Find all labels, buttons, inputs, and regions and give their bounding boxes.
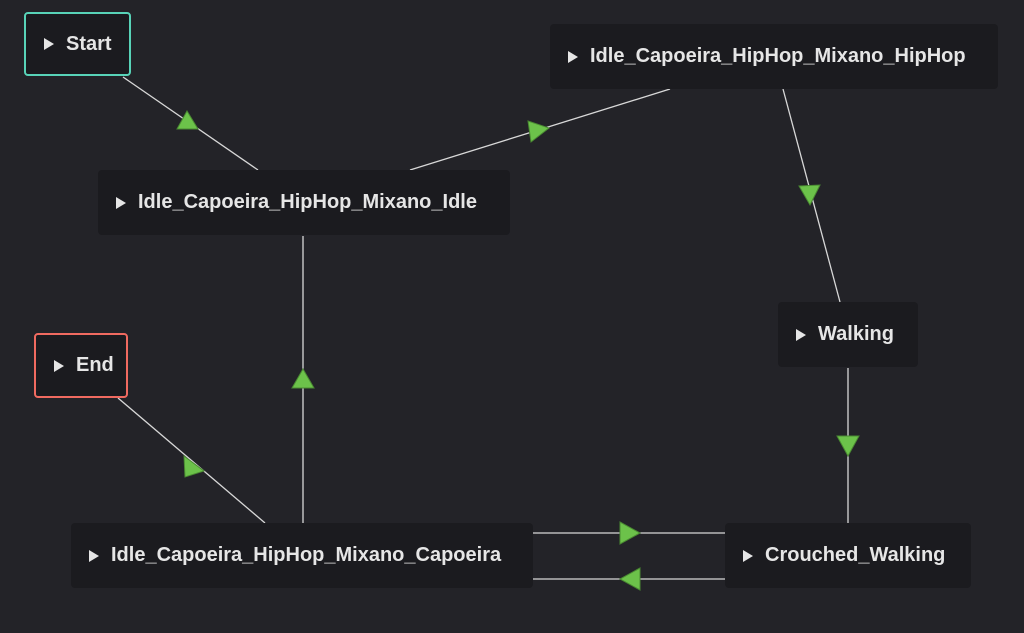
node-idle-capoeira-hiphop-mixano-idle[interactable]: Idle_Capoeira_HipHop_Mixano_Idle bbox=[98, 170, 510, 235]
transition-arrow-icon[interactable] bbox=[291, 368, 315, 389]
transition-arrow-icon[interactable] bbox=[618, 567, 641, 591]
play-icon[interactable] bbox=[89, 549, 99, 562]
transition-arrow-icon[interactable] bbox=[183, 454, 206, 478]
node-label: Idle_Capoeira_HipHop_Mixano_Capoeira bbox=[111, 544, 502, 566]
node-crouched-walking[interactable]: Crouched_Walking bbox=[725, 523, 971, 588]
node-walking[interactable]: Walking bbox=[778, 302, 918, 367]
node-end[interactable]: End bbox=[34, 333, 128, 398]
play-icon[interactable] bbox=[54, 359, 64, 372]
node-label: Walking bbox=[818, 323, 894, 345]
transition-arrow-icon[interactable] bbox=[836, 435, 860, 458]
transition-arrow-icon[interactable] bbox=[619, 521, 642, 545]
transition-arrow-icon[interactable] bbox=[798, 184, 821, 207]
play-icon[interactable] bbox=[796, 328, 806, 341]
transition-arrow-icon[interactable] bbox=[527, 120, 551, 143]
play-icon[interactable] bbox=[568, 50, 578, 63]
play-icon[interactable] bbox=[44, 38, 54, 50]
transition-arrow-icon[interactable] bbox=[176, 110, 199, 130]
node-label: Idle_Capoeira_HipHop_Mixano_HipHop bbox=[590, 45, 966, 67]
node-label: Idle_Capoeira_HipHop_Mixano_Idle bbox=[138, 191, 477, 213]
edge-capoeira-to-end bbox=[117, 397, 266, 524]
play-icon[interactable] bbox=[116, 196, 126, 209]
node-label: Start bbox=[66, 32, 112, 55]
node-idle-capoeira-hiphop-mixano-hiphop[interactable]: Idle_Capoeira_HipHop_Mixano_HipHop bbox=[550, 24, 998, 89]
node-start[interactable]: Start bbox=[24, 12, 131, 76]
node-idle-capoeira-hiphop-mixano-capoeira[interactable]: Idle_Capoeira_HipHop_Mixano_Capoeira bbox=[71, 523, 533, 588]
play-icon[interactable] bbox=[743, 549, 753, 562]
node-label: Crouched_Walking bbox=[765, 544, 946, 566]
node-label: End bbox=[76, 354, 114, 376]
